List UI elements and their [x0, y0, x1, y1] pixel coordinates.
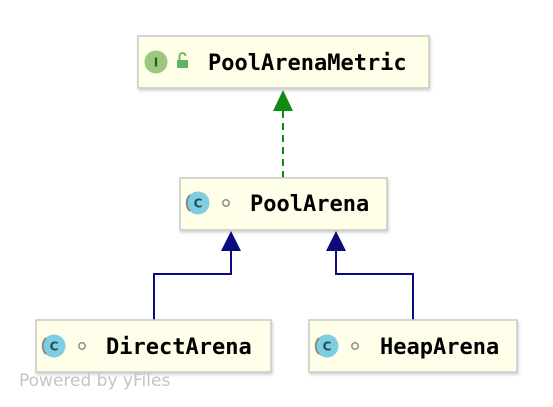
- node-title: PoolArena: [250, 192, 369, 217]
- package-private-circle-icon: [222, 199, 230, 207]
- yfiles-watermark: Powered by yFiles: [19, 371, 170, 391]
- extends-arrowhead: [221, 231, 241, 251]
- node-direct-arena[interactable]: C DirectArena: [35, 319, 272, 373]
- node-title: HeapArena: [380, 335, 499, 360]
- node-title: DirectArena: [106, 335, 252, 360]
- svg-text:C: C: [50, 340, 59, 354]
- abstract-class-icon: C: [185, 191, 210, 215]
- node-title: PoolArenaMetric: [208, 51, 407, 76]
- package-private-circle-icon: [351, 342, 359, 350]
- abstract-class-icon: C: [314, 334, 339, 358]
- edge-extends-heaparena-to-poolarena: [326, 231, 414, 320]
- package-private-circle-icon: [78, 342, 86, 350]
- edge-extends-directarena-to-poolarena: [153, 231, 241, 320]
- svg-text:I: I: [154, 56, 158, 70]
- svg-text:C: C: [194, 197, 203, 211]
- svg-text:C: C: [323, 340, 332, 354]
- node-pool-arena[interactable]: C PoolArena: [179, 177, 388, 231]
- edge-implements-poolarena-to-poolarenametric: [273, 90, 293, 178]
- interface-icon: I: [144, 50, 168, 74]
- node-pool-arena-metric[interactable]: I PoolArenaMetric: [137, 35, 430, 89]
- implements-arrowhead: [273, 90, 293, 111]
- unlocked-public-icon: [177, 52, 188, 68]
- abstract-class-icon: C: [41, 334, 66, 358]
- extends-arrowhead: [326, 231, 346, 251]
- node-heap-arena[interactable]: C HeapArena: [308, 319, 518, 373]
